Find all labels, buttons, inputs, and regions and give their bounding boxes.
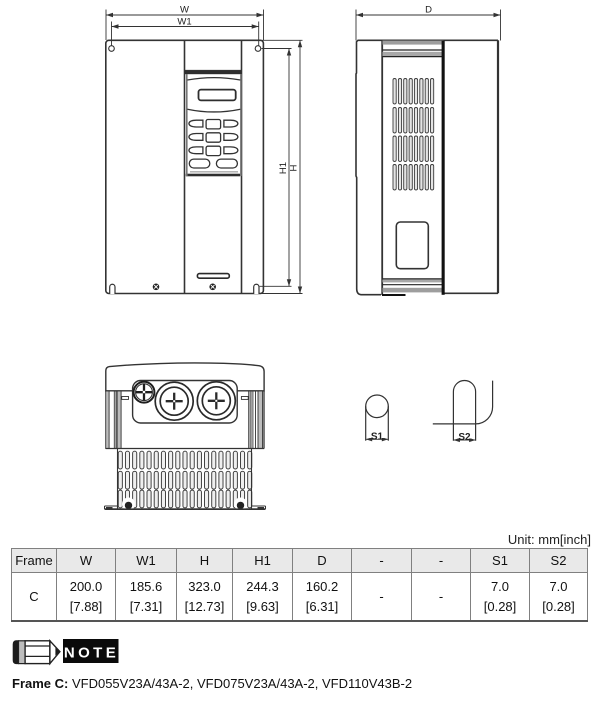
svg-text:H: H: [289, 164, 300, 171]
svg-text:S2: S2: [458, 432, 471, 443]
svg-text:H1: H1: [278, 162, 289, 174]
svg-text:W1: W1: [177, 17, 191, 28]
svg-text:NOTE: NOTE: [64, 644, 119, 661]
svg-text:S1: S1: [371, 432, 384, 443]
svg-text:W: W: [180, 5, 189, 16]
svg-text:D: D: [425, 5, 432, 16]
